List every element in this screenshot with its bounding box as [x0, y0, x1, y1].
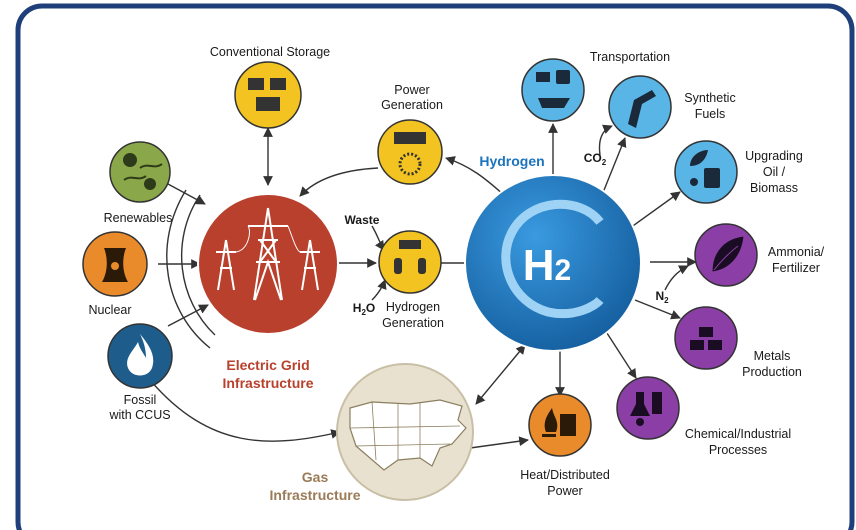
waste-label: Waste	[345, 213, 380, 227]
chemical-label-2: Processes	[709, 443, 767, 457]
truck-train-ship-icon	[536, 70, 570, 108]
ammonia-label-2: Fertilizer	[772, 261, 820, 275]
flame-icon	[127, 334, 154, 376]
renewables-node	[109, 141, 171, 203]
gas-label: Gas	[302, 469, 329, 485]
synthetic-fuels-label-2: Fuels	[695, 107, 726, 121]
hydrogen-generation-node	[378, 230, 442, 294]
metals-label-2: Production	[742, 365, 802, 379]
power-generation-label-2: Generation	[381, 98, 443, 112]
sun-wind-wave-icon	[123, 153, 163, 190]
flask-factory-icon	[630, 392, 662, 426]
electric-grid-label-2: Infrastructure	[222, 375, 313, 391]
transportation-node	[521, 58, 585, 122]
chemical-label: Chemical/Industrial	[685, 427, 791, 441]
metals-label: Metals	[754, 349, 791, 363]
upgrading-node	[674, 140, 738, 204]
synthetic-fuels-node	[608, 75, 672, 139]
hydrogen-node: H2	[464, 174, 642, 352]
h2-swirl-icon	[501, 199, 604, 318]
upgrading-label-3: Biomass	[750, 181, 798, 195]
h2o-label: H2O	[353, 301, 375, 317]
leaf-icon	[711, 235, 745, 273]
metals-node	[674, 306, 738, 370]
heat-label-2: Power	[547, 484, 582, 498]
usa-map-icon	[349, 399, 467, 471]
ammonia-node	[694, 223, 758, 287]
chemical-node	[616, 376, 680, 440]
electric-grid-label: Electric Grid	[226, 357, 309, 373]
conventional-storage-label: Conventional Storage	[210, 45, 330, 59]
power-generation-node	[377, 119, 443, 185]
cooling-tower-icon	[102, 248, 128, 282]
metal-ingots-icon	[690, 327, 722, 350]
oil-drum-leaf-icon	[690, 150, 720, 188]
upgrading-label: Upgrading	[745, 149, 803, 163]
transportation-label: Transportation	[590, 50, 670, 64]
gas-label-2: Infrastructure	[269, 487, 360, 503]
gas-infrastructure-node	[336, 363, 474, 501]
connector-arrows	[149, 123, 697, 449]
conventional-storage-node	[234, 61, 302, 129]
fossil-node	[107, 323, 173, 389]
renewables-label: Renewables	[104, 211, 173, 225]
nuclear-label: Nuclear	[88, 303, 131, 317]
ammonia-label: Ammonia/	[768, 245, 825, 259]
fuel-nozzle-icon	[628, 90, 656, 128]
fossil-label-2: with CCUS	[108, 408, 170, 422]
electric-grid-node	[197, 193, 339, 335]
upgrading-label-2: Oil /	[763, 165, 786, 179]
n2-label: N2	[655, 289, 669, 305]
battery-storage-icon	[248, 78, 286, 111]
heat-node	[528, 393, 592, 457]
hydrogen-generation-label: Hydrogen	[386, 300, 440, 314]
co2-label: CO2	[584, 151, 607, 167]
synthetic-fuels-label: Synthetic	[684, 91, 735, 105]
hydrogen-label: Hydrogen	[479, 153, 544, 169]
electrolyzer-icon	[394, 240, 426, 274]
h2-logo-text: H2	[523, 241, 571, 290]
fossil-label: Fossil	[124, 393, 157, 407]
heat-label: Heat/Distributed	[520, 468, 610, 482]
hydrogen-generation-label-2: Generation	[382, 316, 444, 330]
flame-building-icon	[542, 408, 576, 437]
nuclear-node	[82, 231, 148, 297]
transmission-tower-icon	[216, 207, 320, 301]
power-generation-label: Power	[394, 83, 429, 97]
fuel-cell-turbine-icon	[394, 132, 426, 176]
